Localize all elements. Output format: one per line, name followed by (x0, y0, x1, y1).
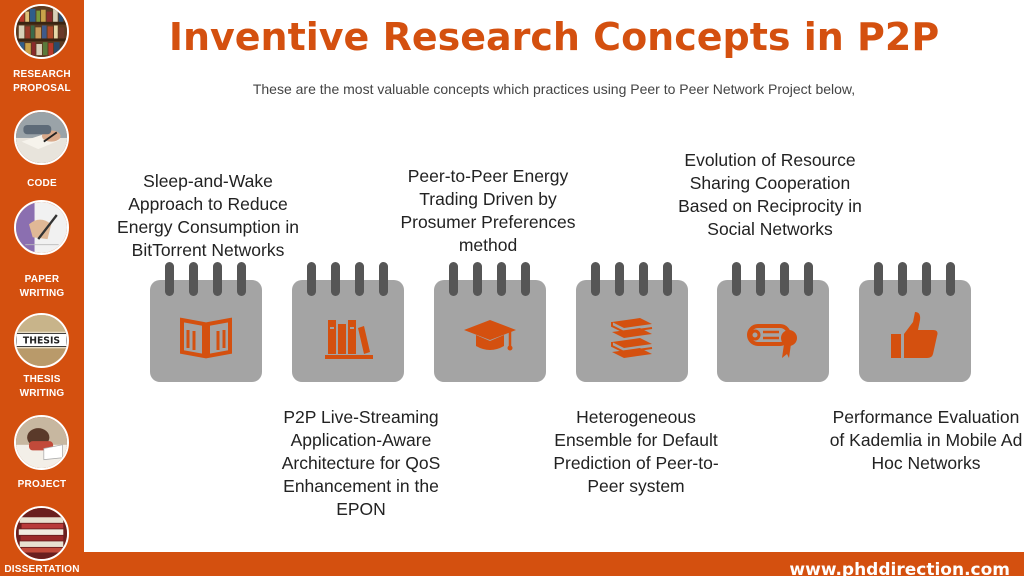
sidebar-item-project[interactable]: PROJECT (17, 479, 67, 490)
footer-url[interactable]: www.phddirection.com (789, 560, 1010, 576)
bookshelf-icon[interactable] (14, 4, 69, 59)
sidebar-item-code[interactable]: CODE (27, 178, 57, 189)
footer-bar: www.phddirection.com (84, 552, 1024, 576)
concept-6-calendar (859, 262, 971, 382)
calendar-ring (946, 262, 955, 296)
calendar-ring (663, 262, 672, 296)
calendar-ring (521, 262, 530, 296)
thumbs-up-icon (887, 308, 943, 364)
open-book-icon (178, 308, 234, 364)
sidebar: RESEARCH PROPOSAL CODE PAPER WRITING (0, 0, 84, 576)
concept-5-calendar (717, 262, 829, 382)
hands-writing-icon[interactable] (14, 110, 69, 165)
concept-1-calendar (150, 262, 262, 382)
concept-3-calendar (434, 262, 546, 382)
calendar-ring (237, 262, 246, 296)
book-stack-icon (604, 308, 660, 364)
concept-3-text: Peer-to-Peer Energy Trading Driven by Pr… (400, 166, 576, 255)
calendar-ring (615, 262, 624, 296)
page-title: Inventive Research Concepts in P2P (168, 15, 940, 59)
stacked-papers-icon[interactable] (14, 506, 69, 561)
student-studying-icon[interactable] (14, 415, 69, 470)
books-on-shelf-icon (320, 308, 376, 364)
calendar-ring (473, 262, 482, 296)
concept-1-text: Sleep-and-Wake Approach to Reduce Energy… (117, 171, 299, 260)
thesis-book-icon[interactable]: THESIS (14, 313, 69, 368)
calendar-ring (355, 262, 364, 296)
calendar-ring (756, 262, 765, 296)
concept-6-text: Performance Evaluation of Kademlia in Mo… (829, 407, 1023, 473)
thesis-thumb-text: THESIS (23, 336, 60, 347)
graduation-cap-icon (462, 308, 518, 364)
calendar-ring (804, 262, 813, 296)
sidebar-item-paper-writing[interactable]: PAPER WRITING (19, 274, 65, 299)
pen-writing-icon[interactable] (14, 200, 69, 255)
calendar-ring (591, 262, 600, 296)
concept-2-text: P2P Live-Streaming Application-Aware Arc… (281, 407, 441, 519)
calendar-ring (732, 262, 741, 296)
concept-2-calendar (292, 262, 404, 382)
calendar-ring (497, 262, 506, 296)
calendar-ring (449, 262, 458, 296)
calendar-ring (874, 262, 883, 296)
calendar-ring (189, 262, 198, 296)
sidebar-item-research-proposal[interactable]: RESEARCH PROPOSAL (13, 69, 71, 94)
concept-4-calendar (576, 262, 688, 382)
calendar-ring (780, 262, 789, 296)
calendar-ring (898, 262, 907, 296)
calendar-ring (922, 262, 931, 296)
calendar-ring (639, 262, 648, 296)
calendar-ring (379, 262, 388, 296)
sidebar-item-thesis-writing[interactable]: THESIS WRITING (19, 374, 65, 399)
concept-5-text: Evolution of Resource Sharing Cooperatio… (678, 150, 862, 239)
diploma-scroll-icon (745, 308, 801, 364)
page-subtitle: These are the most valuable concepts whi… (252, 81, 856, 97)
calendar-ring (165, 262, 174, 296)
concept-4-text: Heterogeneous Ensemble for Default Predi… (553, 407, 719, 496)
calendar-ring (307, 262, 316, 296)
calendar-ring (213, 262, 222, 296)
calendar-ring (331, 262, 340, 296)
sidebar-item-dissertation[interactable]: DISSERTATION (4, 564, 80, 575)
